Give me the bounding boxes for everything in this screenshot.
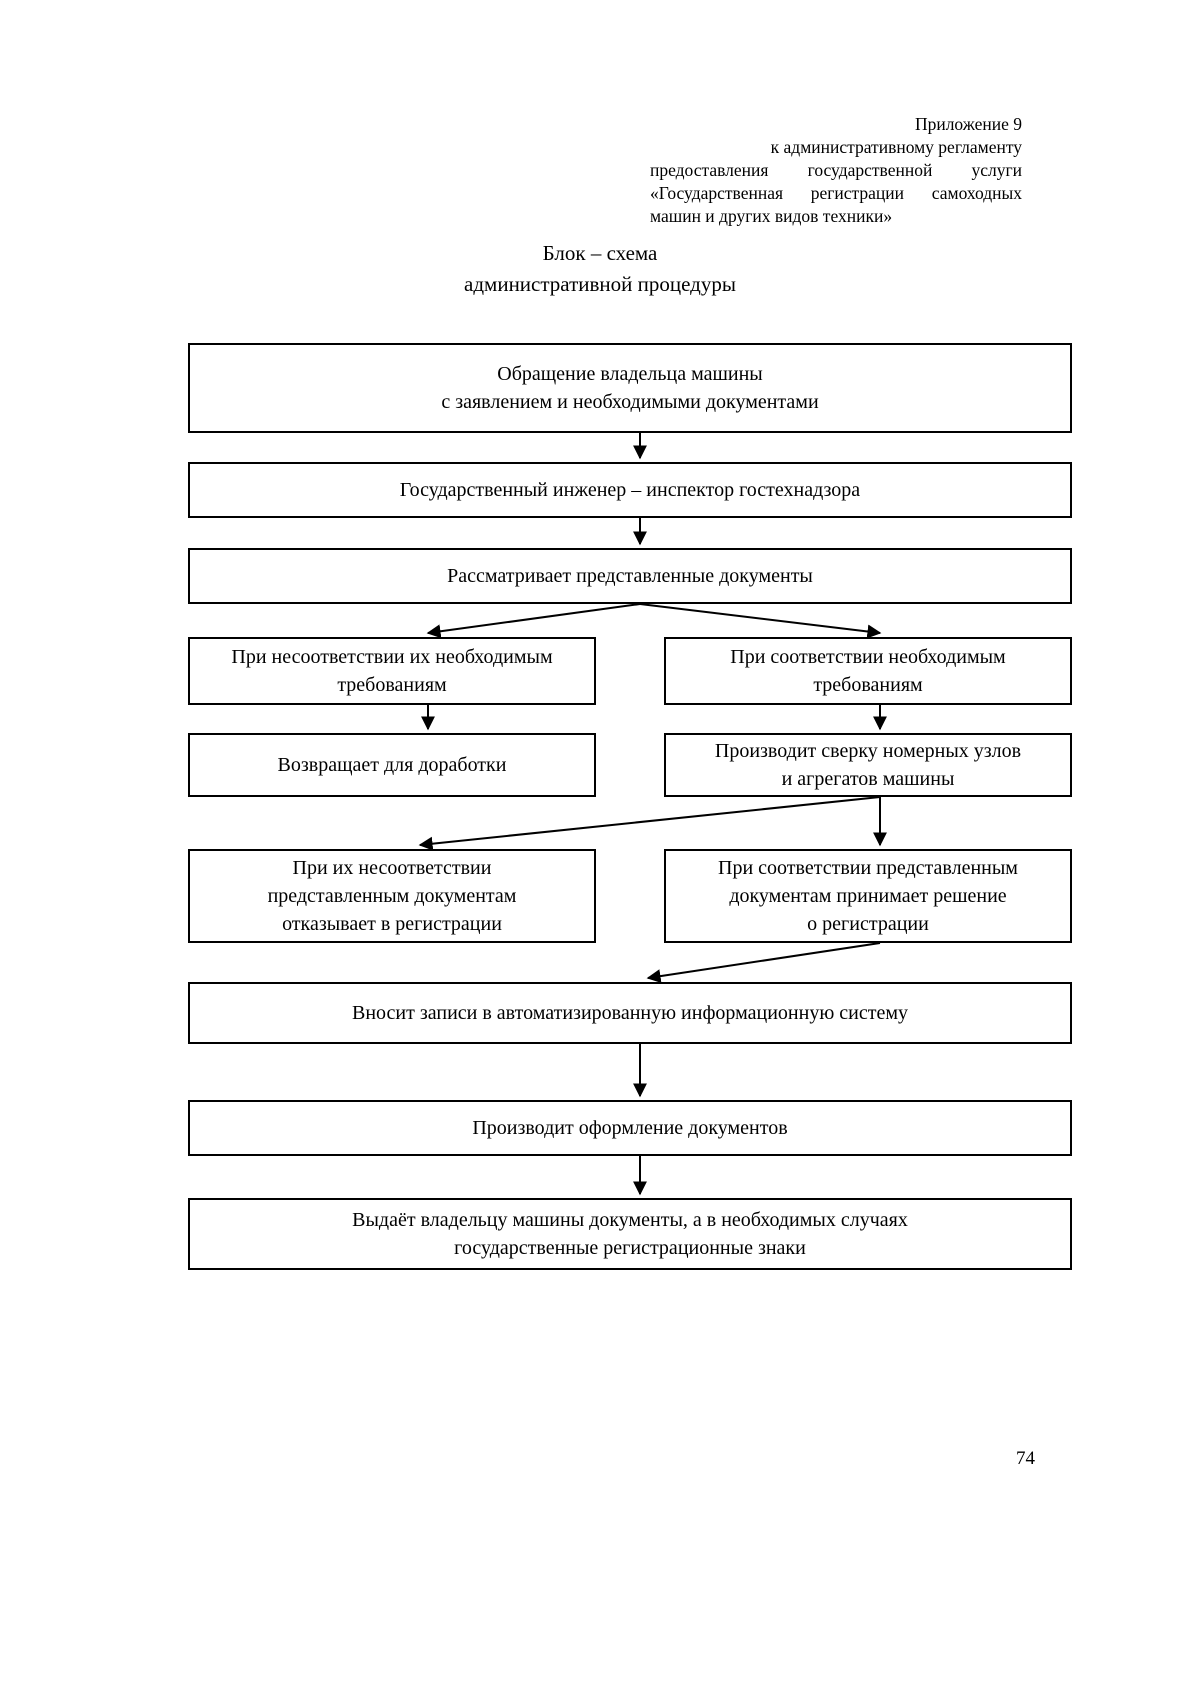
- flow-node-refuse-registration: При их несоответствии представленным док…: [188, 849, 596, 943]
- flow-node-issue-documents-label: Выдаёт владельцу машины документы, а в н…: [352, 1209, 908, 1259]
- flow-node-return-for-revision: Возвращает для доработки: [188, 733, 596, 797]
- page-number: 74: [1016, 1448, 1035, 1469]
- flow-node-match-requirements-label: При соответствии необходимым требованиям: [730, 646, 1006, 696]
- flow-node-refuse-registration-label: При их несоответствии представленным док…: [267, 857, 517, 935]
- flow-node-match-requirements: При соответствии необходимым требованиям: [664, 637, 1072, 705]
- page-title: Блок – схема административной процедуры: [0, 238, 1200, 300]
- flow-node-review: Рассматривает представленные документы: [188, 548, 1072, 604]
- flow-node-inspector: Государственный инженер – инспектор гост…: [188, 462, 1072, 518]
- flow-node-decide-registration: При соответствии представленным документ…: [664, 849, 1072, 943]
- flow-node-prepare-documents-label: Производит оформление документов: [472, 1117, 788, 1139]
- page-title-line-1: Блок – схема: [542, 241, 658, 265]
- edge-review-mismatch: [426, 603, 641, 639]
- appendix-header-line-4: «Государственная регистрации самоходных: [650, 183, 1022, 203]
- appendix-header-line-1: Приложение 9: [914, 114, 1022, 134]
- flow-node-verify-units-label: Производит сверку номерных узлов и агрег…: [714, 740, 1022, 790]
- flow-node-inspector-label: Государственный инженер – инспектор гост…: [399, 479, 861, 501]
- appendix-header: Приложение 9 к административному регламе…: [650, 113, 1022, 228]
- page-title-line-2: административной процедуры: [464, 272, 736, 296]
- flow-node-review-label: Рассматривает представленные документы: [447, 565, 813, 587]
- flow-node-request: Обращение владельца машины с заявлением …: [188, 343, 1072, 433]
- flow-node-prepare-documents: Производит оформление документов: [188, 1100, 1072, 1156]
- appendix-header-line-2: к административному регламенту: [770, 137, 1022, 157]
- flow-node-request-label: Обращение владельца машины с заявлением …: [441, 363, 819, 413]
- edge-verify-refuse: [418, 796, 881, 851]
- flow-node-verify-units: Производит сверку номерных узлов и агрег…: [664, 733, 1072, 797]
- flow-node-decide-registration-label: При соответствии представленным документ…: [718, 857, 1018, 935]
- flow-node-issue-documents: Выдаёт владельцу машины документы, а в н…: [188, 1198, 1072, 1270]
- flow-node-enter-into-ais-label: Вносит записи в автоматизированную инфор…: [352, 1002, 908, 1024]
- appendix-header-line-3: предоставления государственной услуги: [650, 160, 1022, 180]
- flow-node-mismatch-requirements-label: При несоответствии их необходимым требов…: [231, 646, 553, 696]
- flow-node-mismatch-requirements: При несоответствии их необходимым требов…: [188, 637, 596, 705]
- edge-review-match: [639, 603, 882, 639]
- edge-decision-ais: [646, 942, 881, 984]
- flow-node-return-for-revision-label: Возвращает для доработки: [277, 754, 507, 776]
- appendix-header-line-5: машин и других видов техники»: [650, 206, 893, 226]
- flow-node-enter-into-ais: Вносит записи в автоматизированную инфор…: [188, 982, 1072, 1044]
